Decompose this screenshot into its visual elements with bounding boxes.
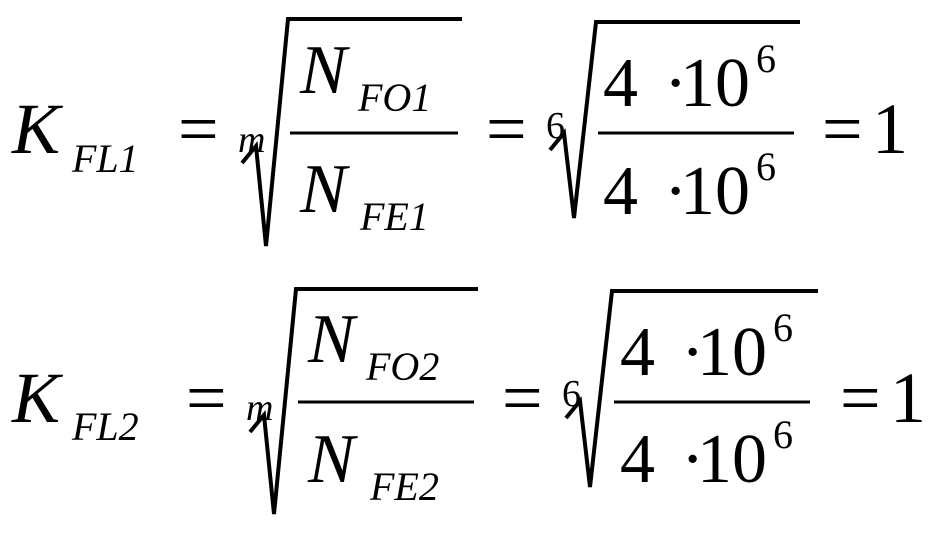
equals-sign: = — [502, 358, 543, 438]
fraction-numerator-symbol: N — [299, 32, 350, 109]
multiplication-dot: · — [664, 153, 687, 230]
lhs-subscript: FL1 — [71, 136, 139, 181]
equals-sign: = — [486, 89, 527, 169]
numerator-coefficient: 4 — [603, 45, 638, 122]
denominator-base: 10 — [697, 421, 767, 498]
numerator-exponent: 6 — [756, 36, 776, 81]
numerator-coefficient: 4 — [620, 314, 655, 391]
fraction-numerator-subscript: FO2 — [365, 344, 439, 389]
lhs-symbol: K — [11, 358, 64, 438]
equation-2: K FL2 = m N FO2 N FE2 = 6 4 · 10 6 4 · 1… — [11, 287, 926, 515]
lhs-subscript: FL2 — [71, 404, 139, 449]
root-index: m — [238, 119, 265, 161]
denominator-base: 10 — [680, 153, 750, 230]
equals-sign: = — [186, 358, 227, 438]
equals-sign: = — [178, 89, 219, 169]
denominator-coefficient: 4 — [620, 421, 655, 498]
fraction-numerator-subscript: FO1 — [357, 75, 431, 120]
denominator-coefficient: 4 — [603, 153, 638, 230]
multiplication-dot: · — [681, 314, 704, 391]
fraction-denominator-subscript: FE2 — [369, 464, 439, 509]
multiplication-dot: · — [664, 45, 687, 122]
equals-sign: = — [840, 358, 881, 438]
equation-1: K FL1 = m N FO1 N FE1 = 6 4 · 10 6 4 · 1… — [11, 17, 908, 247]
result-value: 1 — [890, 358, 926, 438]
fraction-numerator-symbol: N — [307, 301, 358, 378]
equals-sign: = — [822, 89, 863, 169]
numerator-exponent: 6 — [773, 305, 793, 350]
radical-sign — [248, 287, 478, 515]
multiplication-dot: · — [681, 421, 704, 498]
fraction-denominator-symbol: N — [299, 151, 350, 228]
numerator-base: 10 — [680, 45, 750, 122]
fraction-denominator-symbol: N — [307, 421, 358, 498]
denominator-exponent: 6 — [773, 412, 793, 457]
lhs-symbol: K — [11, 89, 64, 169]
radical-sign — [564, 289, 818, 488]
fraction-denominator-subscript: FE1 — [359, 194, 429, 239]
radical-sign — [548, 20, 800, 219]
result-value: 1 — [872, 89, 908, 169]
radical-sign — [240, 17, 462, 247]
numerator-base: 10 — [697, 314, 767, 391]
denominator-exponent: 6 — [756, 144, 776, 189]
